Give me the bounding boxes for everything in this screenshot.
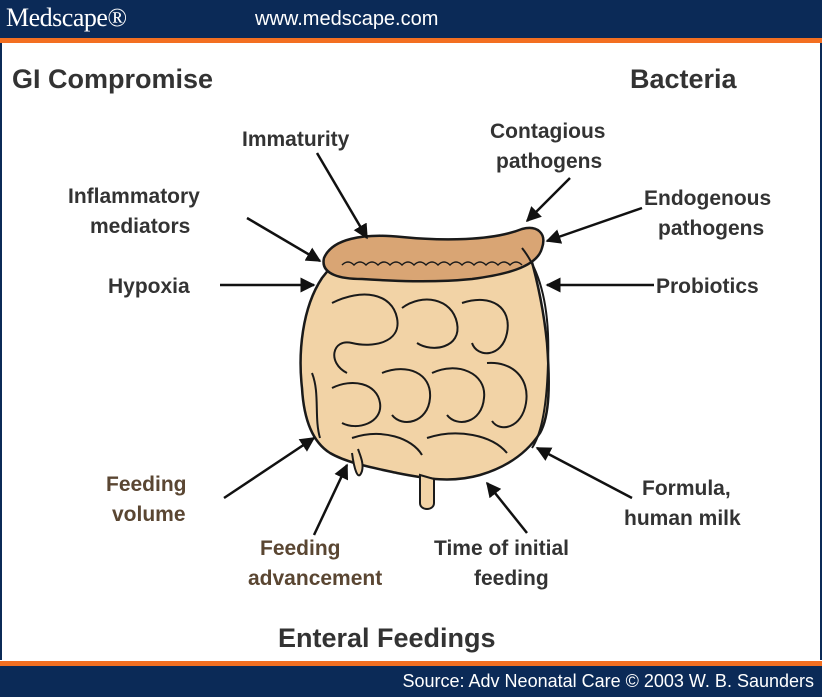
label-formula-1: Formula, bbox=[642, 477, 731, 500]
arrow-contagious bbox=[527, 178, 570, 221]
label-endogenous-1: Endogenous bbox=[644, 187, 771, 210]
arrow-inflammatory bbox=[247, 218, 320, 261]
label-inflammatory-1: Inflammatory bbox=[68, 185, 200, 208]
arrow-feeding-advancement bbox=[314, 465, 347, 535]
label-endogenous-2: pathogens bbox=[658, 217, 764, 240]
intestine-diagram: GI Compromise Bacteria Enteral Feedings bbox=[2, 43, 820, 660]
arrow-feeding-volume bbox=[224, 438, 314, 498]
footer-bar: Source: Adv Neonatal Care © 2003 W. B. S… bbox=[0, 666, 822, 697]
label-feeding-volume-2: volume bbox=[112, 503, 186, 526]
label-immaturity: Immaturity bbox=[242, 128, 350, 151]
heading-enteral-feedings: Enteral Feedings bbox=[278, 623, 496, 653]
source-credit: Source: Adv Neonatal Care © 2003 W. B. S… bbox=[403, 671, 815, 692]
arrow-formula bbox=[537, 448, 632, 498]
arrow-time-initial bbox=[487, 483, 527, 533]
label-hypoxia: Hypoxia bbox=[108, 275, 190, 298]
label-inflammatory-2: mediators bbox=[90, 215, 190, 238]
heading-gi-compromise: GI Compromise bbox=[12, 64, 213, 94]
rectum bbox=[420, 475, 434, 509]
brand-logo[interactable]: Medscape® bbox=[6, 3, 127, 33]
label-formula-2: human milk bbox=[624, 507, 741, 530]
site-url[interactable]: www.medscape.com bbox=[255, 8, 438, 31]
label-probiotics: Probiotics bbox=[656, 275, 759, 298]
label-feeding-advancement-2: advancement bbox=[248, 567, 382, 590]
label-contagious-1: Contagious bbox=[490, 120, 606, 143]
heading-bacteria: Bacteria bbox=[630, 64, 738, 94]
label-feeding-advancement-1: Feeding bbox=[260, 537, 341, 560]
diagram-canvas: GI Compromise Bacteria Enteral Feedings bbox=[0, 43, 822, 660]
label-feeding-volume-1: Feeding bbox=[106, 473, 187, 496]
arrow-endogenous bbox=[547, 208, 642, 241]
label-time-initial-2: feeding bbox=[474, 567, 549, 590]
header-bar: Medscape® www.medscape.com bbox=[0, 0, 822, 38]
label-time-initial-1: Time of initial bbox=[434, 537, 569, 560]
intestine-illustration bbox=[301, 228, 549, 509]
label-contagious-2: pathogens bbox=[496, 150, 602, 173]
arrow-immaturity bbox=[317, 153, 367, 238]
